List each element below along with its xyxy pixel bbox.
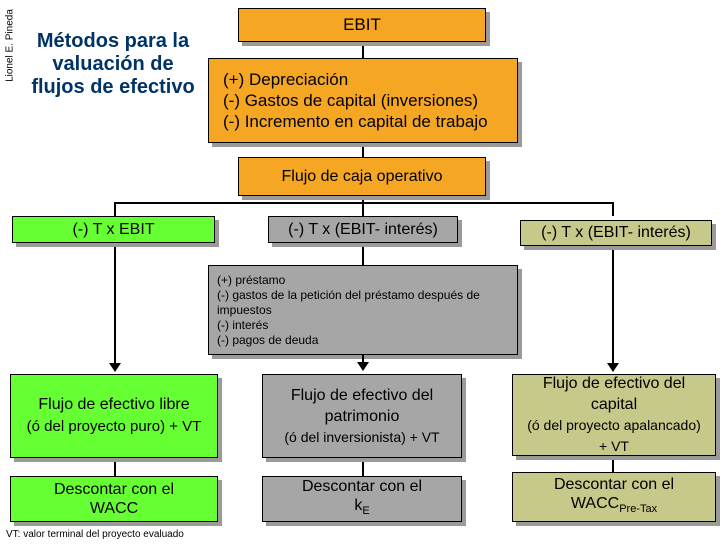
- discount-left-box: Descontar con el WACC: [10, 476, 218, 522]
- debt-interest: (-) interés: [217, 317, 269, 332]
- discount-right-text: Descontar con el: [553, 475, 675, 493]
- capital-cash-flow-sub: (ó del proyecto apalancado) + VT: [527, 417, 701, 454]
- adjustment-capex: (-) Gastos de capital (inversiones): [223, 91, 479, 110]
- discount-middle-symbol: k: [354, 496, 363, 514]
- discount-middle-box: Descontar con el kE: [262, 476, 462, 522]
- adjustment-depreciation: (+) Depreciación: [223, 70, 349, 89]
- free-cash-flow-box: Flujo de efectivo libre (ó del proyecto …: [10, 374, 218, 458]
- discount-right-subscript: Pre-Tax: [619, 503, 658, 516]
- connector-right-down: [612, 246, 614, 365]
- arrow-left: [109, 363, 121, 372]
- diagram-title: Métodos para la valuación de flujos de e…: [31, 30, 195, 98]
- discount-right-formula: WACCPre-Tax: [571, 494, 657, 519]
- ebit-label: EBIT: [343, 15, 381, 34]
- equity-cash-flow-main: Flujo de efectivo del patrimonio: [290, 386, 434, 425]
- operating-cash-flow-box: Flujo de caja operativo: [238, 157, 486, 196]
- discount-right-box: Descontar con el WACCPre-Tax: [512, 472, 716, 522]
- debt-loan: (+) préstamo: [217, 272, 286, 287]
- connector-branch-middle: [362, 202, 364, 216]
- ebit-box: EBIT: [238, 8, 486, 42]
- debt-payments: (-) pagos de deuda: [217, 332, 319, 347]
- discount-middle-formula: kE: [354, 496, 369, 521]
- tax-right-box: (-) T x (EBIT- interés): [520, 220, 712, 246]
- connector-middle-down: [362, 243, 364, 265]
- tax-middle-label: (-) T x (EBIT- interés): [288, 220, 438, 238]
- capital-cash-flow-main: Flujo de efectivo del capital: [542, 375, 686, 413]
- connector-ocf-branch: [362, 196, 364, 204]
- connector-right-discount: [612, 456, 614, 472]
- capital-cash-flow-box: Flujo de efectivo del capital (ó del pro…: [512, 374, 716, 456]
- adjustments-box: (+) Depreciación (-) Gastos de capital (…: [208, 58, 518, 143]
- connector-middle-discount: [362, 458, 364, 476]
- discount-left-label: Descontar con el WACC: [53, 481, 175, 517]
- adjustment-working-capital: (-) Incremento en capital de trabajo: [223, 112, 488, 131]
- connector-branch-horizontal: [114, 202, 614, 204]
- operating-cash-flow-label: Flujo de caja operativo: [281, 167, 443, 185]
- tax-left-box: (-) T x EBIT: [12, 216, 215, 243]
- equity-cash-flow-sub: (ó del inversionista) + VT: [284, 428, 440, 445]
- debt-items-box: (+) préstamo (-) gastos de la petición d…: [208, 265, 518, 355]
- equity-cash-flow-box: Flujo de efectivo del patrimonio (ó del …: [262, 374, 462, 458]
- free-cash-flow-main: Flujo de efectivo libre: [38, 396, 190, 413]
- author-label: Lionel E. Pineda: [4, 9, 16, 82]
- discount-right-symbol: WACC: [570, 494, 620, 512]
- connector-left-discount: [114, 458, 116, 476]
- connector-debt-to-equity: [362, 355, 364, 365]
- discount-middle-text: Descontar con el: [301, 477, 423, 495]
- arrow-right: [607, 363, 619, 372]
- arrow-middle: [357, 362, 369, 371]
- connector-branch-right: [612, 202, 614, 216]
- connector-adjust-ocf: [362, 143, 364, 157]
- free-cash-flow-sub: (ó del proyecto puro) + VT: [26, 418, 202, 435]
- connector-left-down: [114, 243, 116, 365]
- connector-branch-left: [114, 202, 116, 216]
- discount-middle-subscript: E: [362, 505, 370, 518]
- tax-left-label: (-) T x EBIT: [72, 220, 155, 238]
- footnote: VT: valor terminal del proyecto evaluado: [6, 529, 184, 540]
- tax-middle-box: (-) T x (EBIT- interés): [268, 216, 458, 243]
- debt-issuance-costs: (-) gastos de la petición del préstamo d…: [217, 287, 480, 317]
- connector-ebit-adjust: [362, 42, 364, 58]
- tax-right-label: (-) T x (EBIT- interés): [541, 224, 691, 241]
